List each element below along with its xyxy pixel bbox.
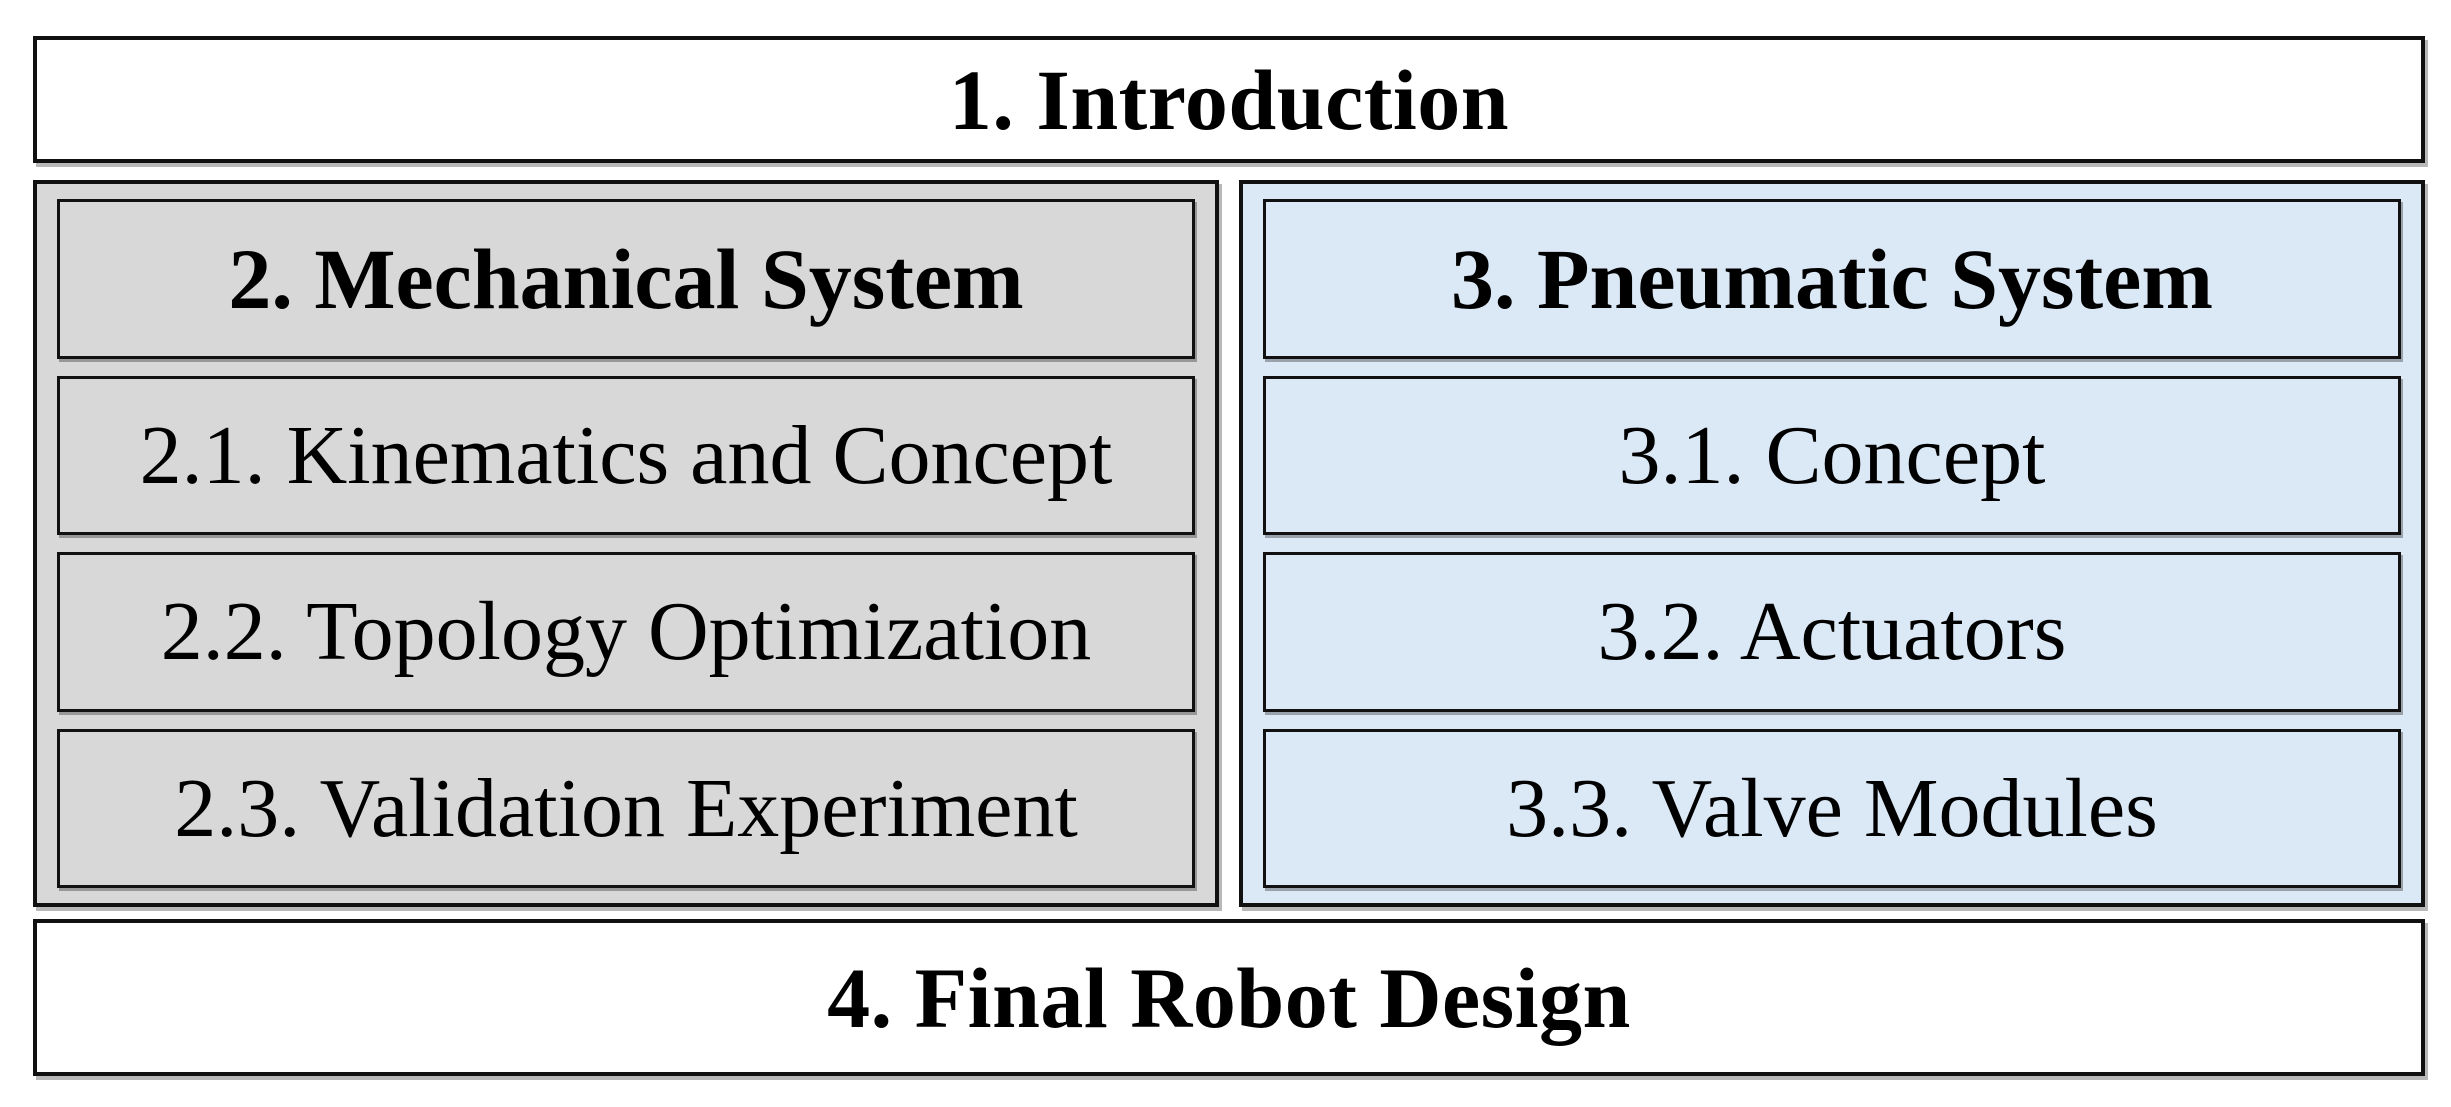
mechanical-system-column: 2. Mechanical System 2.1. Kinematics and… (33, 180, 1219, 907)
pneumatic-item-actuators-label: 3.2. Actuators (1597, 585, 2067, 679)
intro-section-box: 1. Introduction (33, 36, 2425, 163)
mechanical-system-header: 2. Mechanical System (57, 199, 1195, 359)
systems-row: 2. Mechanical System 2.1. Kinematics and… (33, 180, 2425, 907)
mechanical-item-kinematics: 2.1. Kinematics and Concept (57, 375, 1195, 535)
pneumatic-system-header: 3. Pneumatic System (1263, 199, 2401, 359)
pneumatic-system-column: 3. Pneumatic System 3.1. Concept 3.2. Ac… (1239, 180, 2425, 907)
pneumatic-item-valve-modules-label: 3.3. Valve Modules (1506, 761, 2158, 855)
pneumatic-item-concept: 3.1. Concept (1263, 375, 2401, 535)
intro-section-label: 1. Introduction (948, 51, 1510, 148)
pneumatic-system-title: 3. Pneumatic System (1451, 230, 2213, 327)
mechanical-item-validation-label: 2.3. Validation Experiment (174, 761, 1078, 855)
final-design-label: 4. Final Robot Design (827, 949, 1631, 1046)
mechanical-item-validation: 2.3. Validation Experiment (57, 728, 1195, 888)
mechanical-system-title: 2. Mechanical System (228, 230, 1024, 327)
mechanical-item-topology-label: 2.2. Topology Optimization (160, 585, 1092, 679)
mechanical-item-topology: 2.2. Topology Optimization (57, 552, 1195, 712)
pneumatic-item-concept-label: 3.1. Concept (1618, 408, 2046, 502)
pneumatic-item-valve-modules: 3.3. Valve Modules (1263, 728, 2401, 888)
final-design-box: 4. Final Robot Design (33, 919, 2425, 1076)
mechanical-item-kinematics-label: 2.1. Kinematics and Concept (139, 408, 1113, 502)
pneumatic-item-actuators: 3.2. Actuators (1263, 552, 2401, 712)
